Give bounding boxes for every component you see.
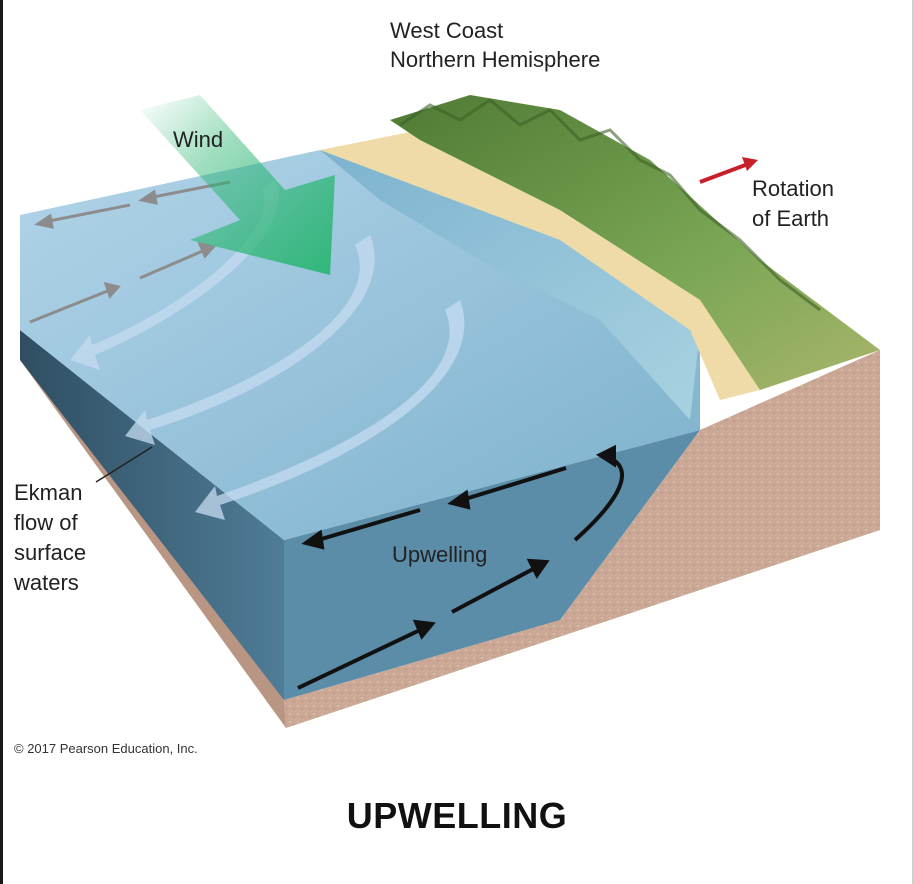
wind-label: Wind [173, 127, 224, 152]
copyright-notice: © 2017 Pearson Education, Inc. [14, 741, 198, 756]
ekman-leader-line [95, 446, 153, 483]
right-frame-edge [912, 0, 914, 884]
ekman-line-2: flow of [14, 510, 78, 535]
ocean-front-face [20, 330, 284, 700]
location-label: West Coast Northern Hemisphere [390, 16, 600, 74]
mountain-ridges [399, 98, 821, 312]
location-line-2: Northern Hemisphere [390, 47, 601, 72]
surface-arrows [29, 180, 231, 324]
ekman-label: Ekman flow of surface waters [14, 478, 86, 598]
seafloor-sediment [284, 350, 880, 728]
ekman-flow-arrows [70, 180, 465, 520]
ekman-line-4: waters [14, 570, 79, 595]
slide-caption: UPWELLING [346, 795, 568, 836]
left-frame-edge [0, 0, 3, 884]
ocean-side-face [284, 430, 700, 700]
ekman-line-1: Ekman [14, 480, 83, 505]
beach [320, 130, 760, 400]
continental-shelf [320, 150, 700, 420]
rotation-line-2: of Earth [752, 206, 830, 231]
coastal-land [390, 95, 880, 390]
ekman-line-3: surface [14, 540, 87, 565]
upwelling-arrows [297, 444, 625, 690]
rotation-label: Rotation of Earth [752, 174, 834, 234]
rotation-arrow [699, 157, 758, 184]
upwelling-label: Upwelling [392, 542, 488, 567]
rotation-line-1: Rotation [752, 176, 834, 201]
wind-arrow [140, 95, 335, 275]
location-line-1: West Coast [390, 18, 504, 43]
